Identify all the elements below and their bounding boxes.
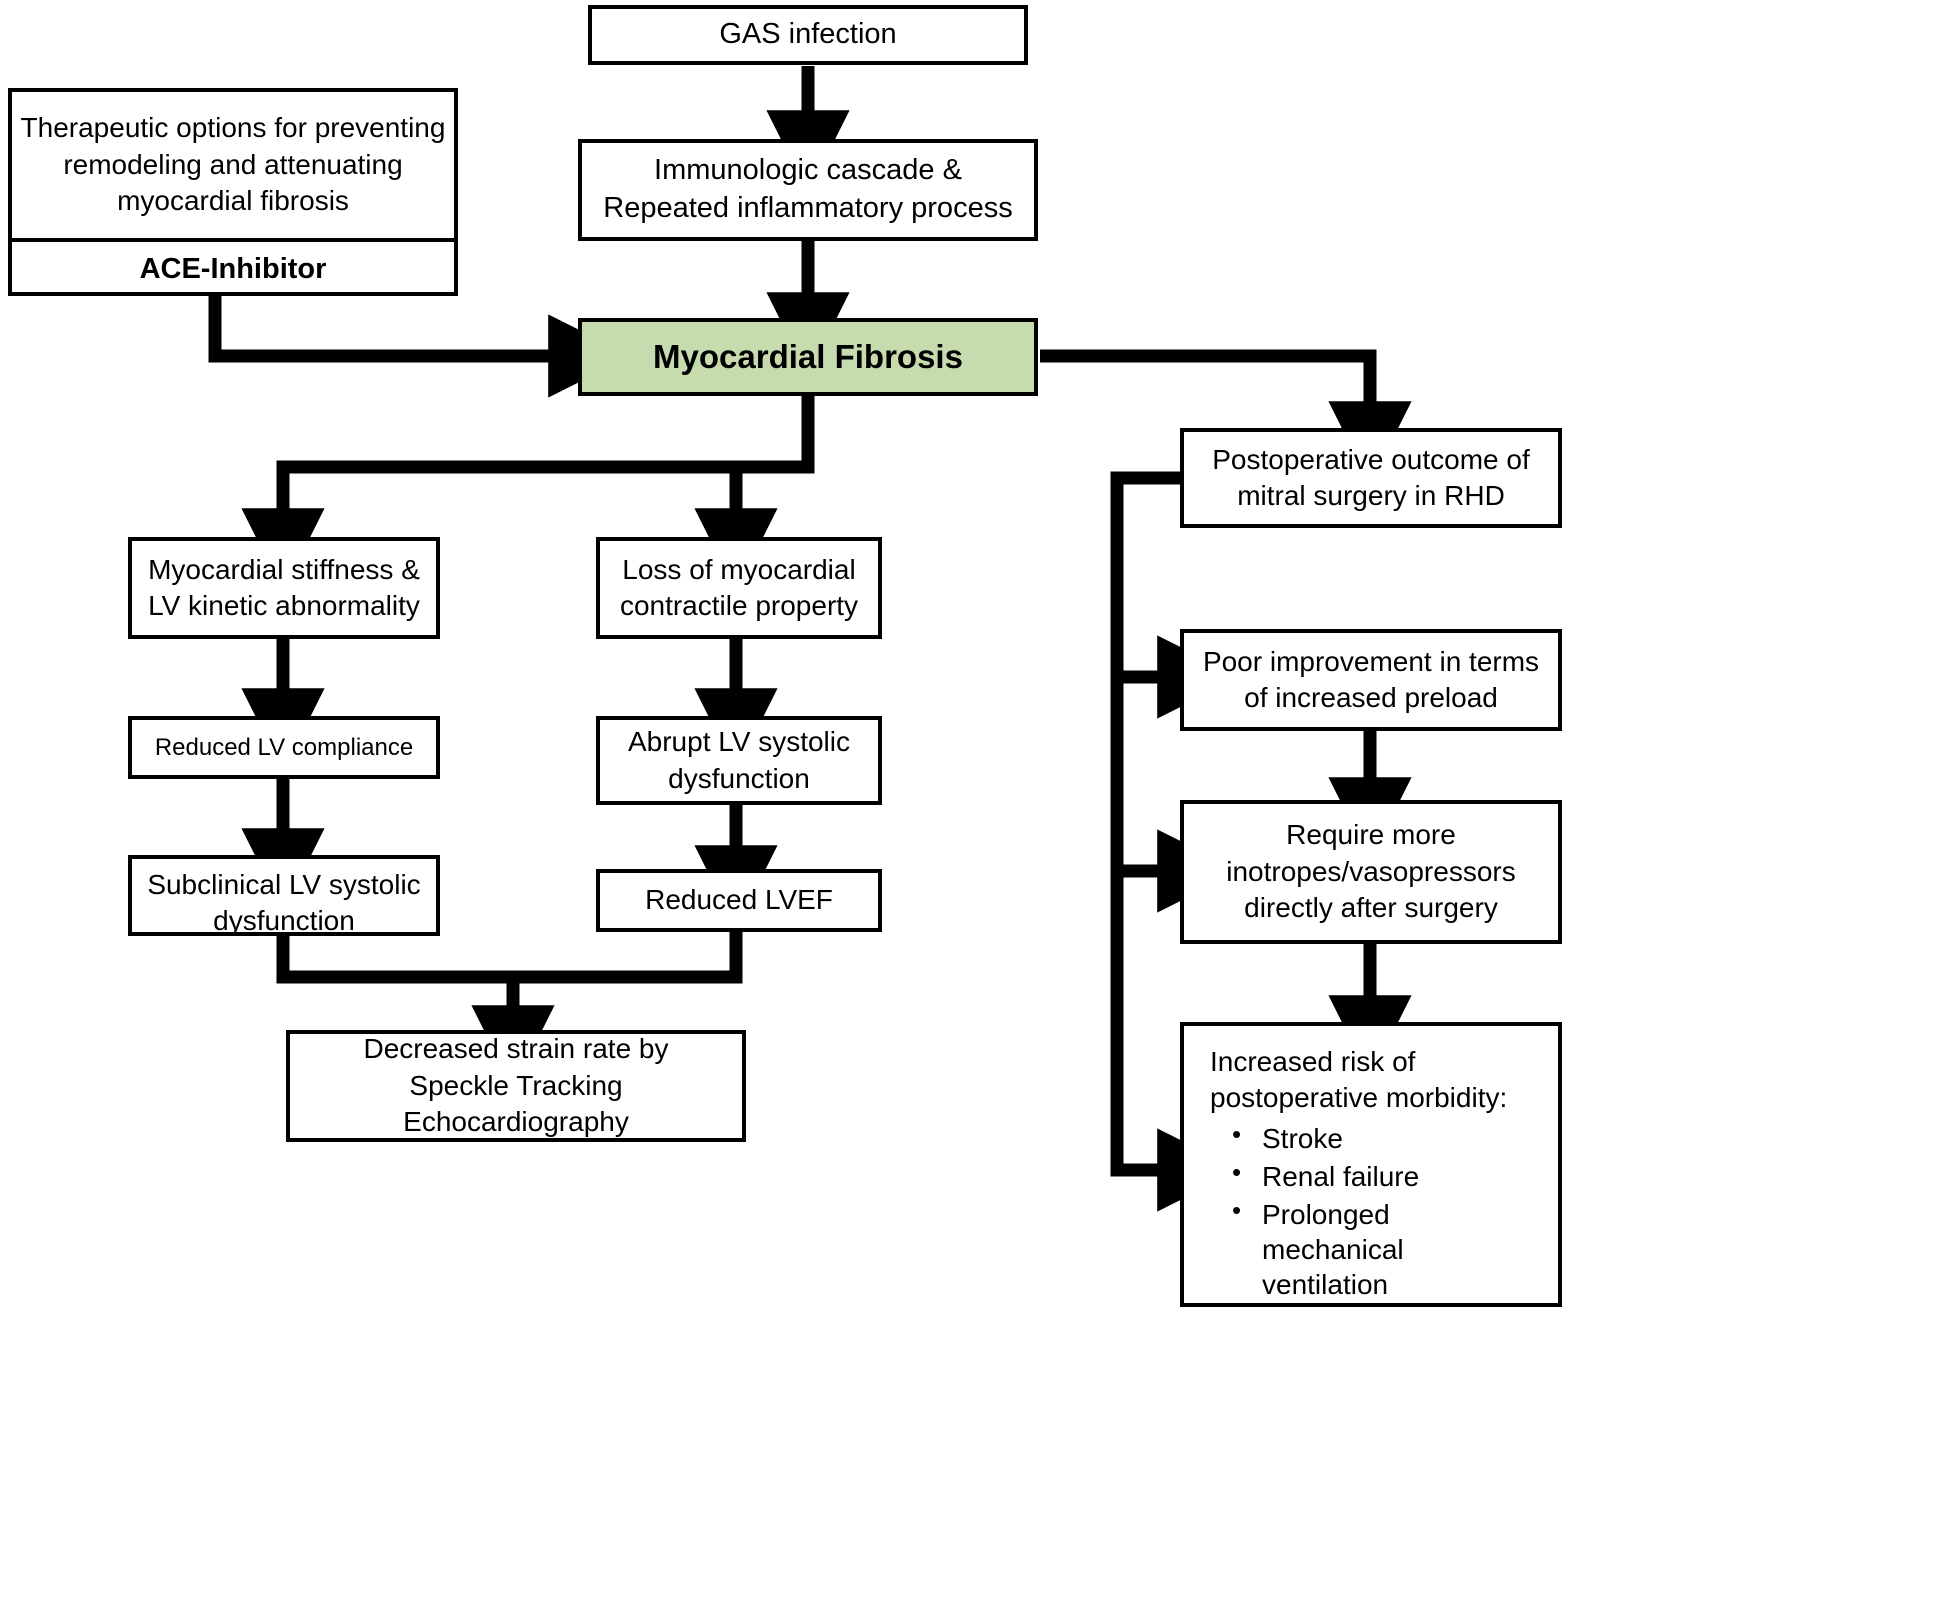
node-reduced-lv-compliance[interactable]: Reduced LV compliance xyxy=(128,716,440,779)
merge-stub xyxy=(290,932,743,984)
node-reduced-lvef-label: Reduced LVEF xyxy=(645,884,833,916)
node-reduced-lv-compliance-label: Reduced LV compliance xyxy=(154,733,414,761)
therapeutic-options-label: Therapeutic options for preventing remod… xyxy=(20,111,446,217)
node-poor-improvement-label: Poor improvement in terms of increased p… xyxy=(1202,645,1540,713)
node-require-inotropes[interactable]: Require more inotropes/vasopressors dire… xyxy=(1180,800,1562,944)
increased-risk-header: Increased risk of postoperative morbidit… xyxy=(1210,1046,1508,1114)
node-immunologic-cascade-label: Immunologic cascade & Repeated inflammat… xyxy=(603,154,1013,224)
node-reduced-lvef[interactable]: Reduced LVEF xyxy=(596,869,882,932)
node-subclinical-lv-systolic[interactable]: Subclinical LV systolic dysfunction xyxy=(128,855,440,936)
node-myocardial-fibrosis[interactable]: Myocardial Fibrosis xyxy=(578,318,1038,396)
node-increased-risk[interactable]: Increased risk of postoperative morbidit… xyxy=(1180,1022,1562,1307)
list-item: Stroke xyxy=(1232,1120,1532,1156)
node-postoperative-outcome-label: Postoperative outcome of mitral surgery … xyxy=(1212,443,1530,511)
node-immunologic-cascade[interactable]: Immunologic cascade & Repeated inflammat… xyxy=(578,139,1038,241)
node-subclinical-lv-systolic-label: Subclinical LV systolic dysfunction xyxy=(147,869,421,937)
node-gas-infection-label: GAS infection xyxy=(719,18,897,51)
node-require-inotropes-label: Require more inotropes/vasopressors dire… xyxy=(1226,819,1516,924)
list-item: Prolonged mechanical ventilation xyxy=(1232,1196,1532,1302)
arrow-group xyxy=(208,66,1412,1212)
ace-inhibitor-row[interactable]: ACE-Inhibitor xyxy=(12,242,454,296)
node-poor-improvement[interactable]: Poor improvement in terms of increased p… xyxy=(1180,629,1562,731)
node-postoperative-outcome[interactable]: Postoperative outcome of mitral surgery … xyxy=(1180,428,1562,528)
therapeutic-options-body: Therapeutic options for preventing remod… xyxy=(12,92,454,242)
node-gas-infection[interactable]: GAS infection xyxy=(588,5,1028,65)
node-decreased-strain-rate[interactable]: Decreased strain rate by Speckle Trackin… xyxy=(286,1030,746,1142)
increased-risk-content: Increased risk of postoperative morbidit… xyxy=(1184,1044,1558,1305)
ace-inhibitor-label: ACE-Inhibitor xyxy=(139,252,327,285)
node-myocardial-stiffness-label: Myocardial stiffness & LV kinetic abnorm… xyxy=(148,553,420,621)
node-abrupt-lv-systolic-label: Abrupt LV systolic dysfunction xyxy=(627,726,851,794)
list-item: Renal failure xyxy=(1232,1158,1532,1194)
node-myocardial-fibrosis-label: Myocardial Fibrosis xyxy=(653,337,963,375)
node-decreased-strain-rate-label: Decreased strain rate by Speckle Trackin… xyxy=(363,1033,669,1138)
node-therapeutic-options[interactable]: Therapeutic options for preventing remod… xyxy=(8,88,458,296)
node-myocardial-stiffness[interactable]: Myocardial stiffness & LV kinetic abnorm… xyxy=(128,537,440,639)
increased-risk-bullet-list: Stroke Renal failure Prolonged mechanica… xyxy=(1210,1120,1532,1302)
node-abrupt-lv-systolic[interactable]: Abrupt LV systolic dysfunction xyxy=(596,716,882,805)
node-loss-contractile-label: Loss of myocardial contractile property xyxy=(619,553,859,621)
node-loss-contractile[interactable]: Loss of myocardial contractile property xyxy=(596,537,882,639)
